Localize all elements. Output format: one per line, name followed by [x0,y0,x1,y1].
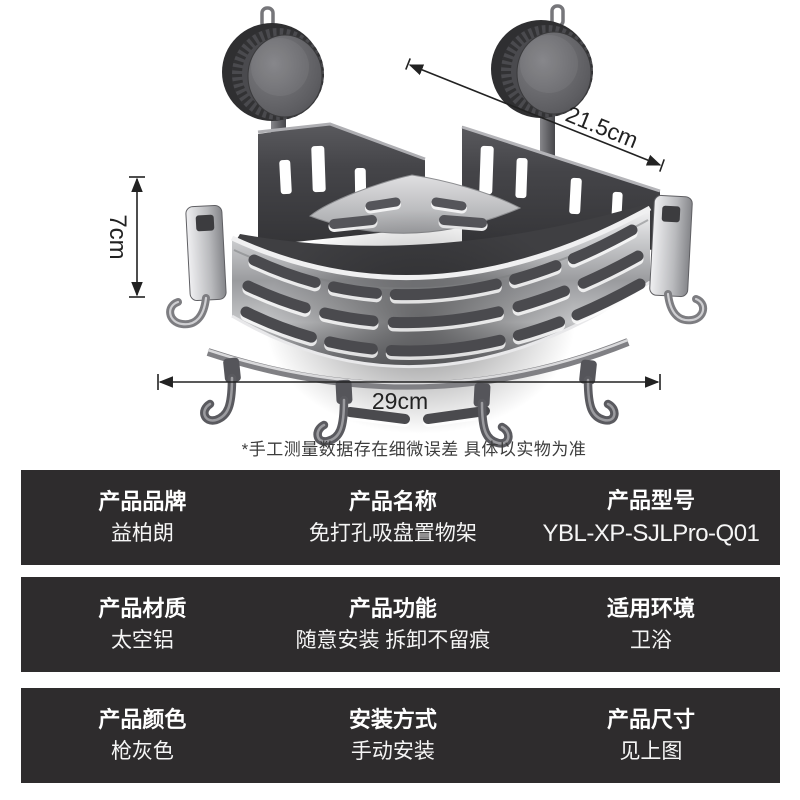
spec-value: 卫浴 [629,629,672,652]
spec-label: 产品材质 [98,596,187,621]
suction-cup-left [222,23,324,121]
spec-value: 随意安装 拆卸不留痕 [295,629,491,652]
spec-label: 产品型号 [606,487,695,513]
end-cap-left [166,204,227,329]
spec-cell-size: 产品尺寸 见上图 [522,688,780,783]
spec-label: 适用环境 [606,596,695,621]
spec-value: 手动安装 [350,740,435,763]
spec-label: 产品功能 [348,596,437,621]
spec-cell-name: 产品名称 免打孔吸盘置物架 [264,470,522,565]
spec-cell-model: 产品型号 YBL-XP-SJLPro-Q01 [522,470,780,565]
end-cap-right [649,194,707,325]
spec-label: 产品尺寸 [606,707,695,732]
spec-value: 免打孔吸盘置物架 [308,522,477,545]
spec-cell-material: 产品材质 太空铝 [21,577,264,672]
spec-row-1: 产品品牌 益柏朗 产品名称 免打孔吸盘置物架 产品型号 YBL-XP-SJLPr… [21,470,780,565]
spec-cell-function: 产品功能 随意安装 拆卸不留痕 [264,577,522,672]
spec-table: 产品品牌 益柏朗 产品名称 免打孔吸盘置物架 产品型号 YBL-XP-SJLPr… [21,470,780,783]
dimension-width: 29cm [157,374,661,414]
dimension-width-label: 29cm [372,388,428,414]
spec-value: 太空铝 [110,629,174,652]
spec-label: 安装方式 [348,707,437,732]
dimension-height: 7cm [104,176,145,298]
spec-row-3: 产品颜色 枪灰色 安装方式 手动安装 产品尺寸 见上图 [21,688,780,783]
dimension-diagonal-label: 21.5cm [562,101,642,153]
dimension-height-label: 7cm [104,214,131,259]
spec-cell-environment: 适用环境 卫浴 [522,577,780,672]
spec-label: 产品名称 [348,489,437,514]
spec-cell-brand: 产品品牌 益柏朗 [21,470,264,565]
spec-value: YBL-XP-SJLPro-Q01 [542,519,760,547]
hanging-hooks [200,373,619,448]
spec-cell-color: 产品颜色 枪灰色 [21,688,264,783]
spec-row-2: 产品材质 太空铝 产品功能 随意安装 拆卸不留痕 适用环境 卫浴 [21,577,780,672]
spec-value: 见上图 [619,740,683,763]
spec-label: 产品品牌 [98,489,187,514]
side-hook-right [664,290,707,325]
spec-value: 益柏朗 [110,522,174,545]
band-slot-rows [240,224,646,427]
measurement-disclaimer: *手工测量数据存在细微误差 具体以实物为准 [241,440,587,459]
spec-value: 枪灰色 [110,740,174,763]
spec-label: 产品颜色 [98,707,187,732]
spec-cell-installation: 安装方式 手动安装 [264,688,522,783]
product-illustration: 21.5cm 7cm 29cm [104,4,707,448]
